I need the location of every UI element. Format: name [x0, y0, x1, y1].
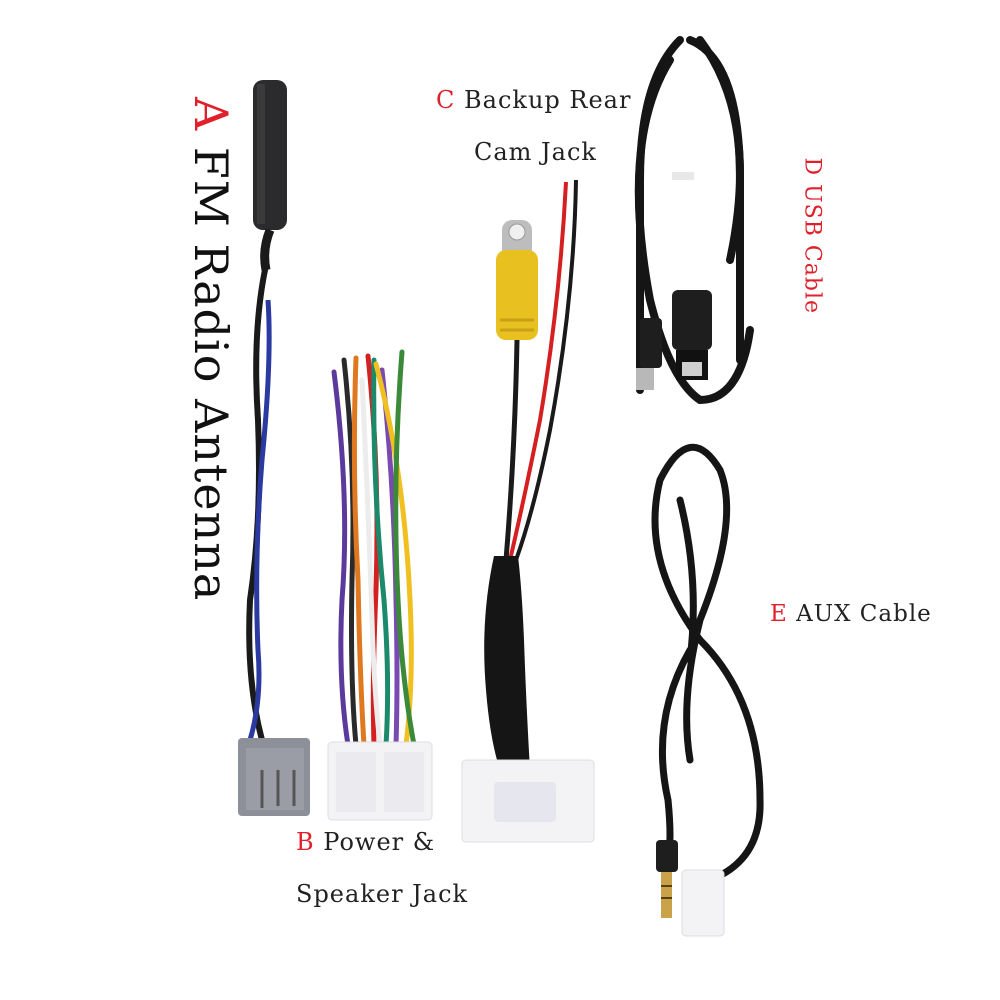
label-text-e: AUX Cable — [796, 601, 932, 627]
label-backup-cam-line2: Cam Jack — [474, 138, 597, 166]
label-text-a: FM Radio Antenna — [184, 146, 238, 602]
label-key-b: B — [296, 828, 315, 856]
label-key-c: C — [436, 86, 456, 114]
backup-cam-part — [461, 179, 595, 843]
label-key-a: A — [184, 97, 238, 132]
fm-antenna-part — [238, 80, 310, 816]
label-aux-cable: E AUX Cable — [770, 601, 932, 627]
label-power-speaker-line2: Speaker Jack — [296, 880, 469, 908]
label-power-speaker-line1: B Power & — [296, 828, 435, 856]
label-text-c1: Backup Rear — [464, 86, 632, 114]
label-fm-radio-antenna: A FM Radio Antenna — [184, 97, 238, 677]
label-backup-cam-line1: C Backup Rear — [436, 86, 631, 114]
aux-cable-part — [651, 443, 764, 884]
label-key-e: E — [770, 601, 788, 627]
label-text-d: USB Cable — [799, 184, 825, 315]
aux-connectors — [656, 840, 725, 937]
label-key-d: D — [799, 157, 825, 177]
power-speaker-connector — [327, 741, 433, 821]
power-speaker-harness-part — [331, 349, 417, 748]
label-text-b1: Power & — [323, 828, 436, 856]
usb-connectors — [636, 172, 712, 390]
label-usb-cable: D USB Cable — [800, 158, 825, 338]
